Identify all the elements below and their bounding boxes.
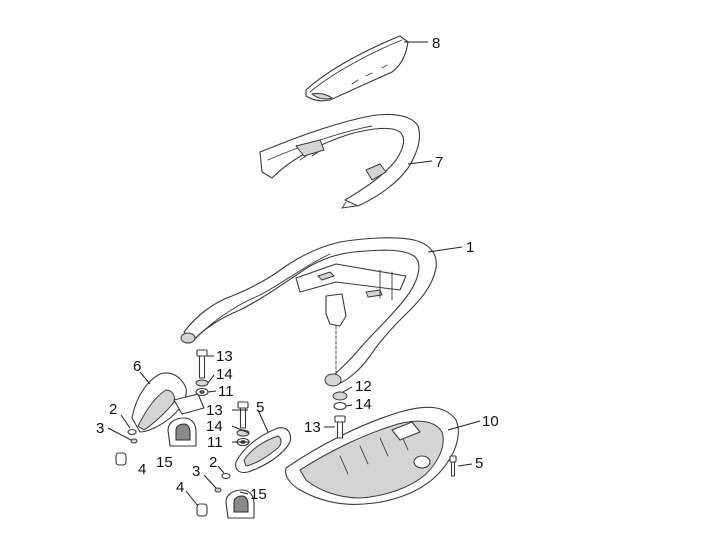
callout-6: 5 [256,399,264,416]
callout-13-middle: 13 [206,402,223,419]
callout-13-right: 13 [304,419,321,436]
pin-4-left [115,452,127,466]
bolt-13-upper-left [196,349,208,379]
callout-2-left: 2 [109,401,117,418]
screw-3-left [130,438,138,444]
callout-4-right: 4 [176,479,184,496]
callouts: 8 7 1 6 13 14 11 12 14 5 2 13 10 3 14 13… [96,35,499,503]
callout-14-right: 14 [355,396,372,413]
callout-14-upper-left: 14 [216,366,233,383]
callout-3-right: 3 [192,463,200,480]
part-15-right-clamp [225,489,255,519]
callout-2-right: 2 [209,454,217,471]
part-8-rack-trim [259,113,421,209]
callout-1: 1 [466,239,474,256]
callout-15-left: 15 [156,454,173,471]
part-1-rear-rack-frame [180,237,437,387]
washer-14-upper-left [195,379,209,387]
washer-2-left [127,428,137,436]
pin-4-right [196,503,208,517]
callout-8: 7 [435,154,443,171]
part-9-rack-cover [305,35,409,102]
screw-5 [449,455,457,477]
part-15-left-clamp [167,417,197,447]
spacer-12 [332,391,348,401]
washer-14-right [333,401,347,411]
callout-10: 10 [482,413,499,430]
part-6-right-bracket [235,427,292,474]
callout-13-upper-left: 13 [216,348,233,365]
callout-14-middle: 14 [206,418,223,435]
part-7-left-bracket [131,372,205,433]
callout-7: 6 [133,358,141,375]
callout-15-right: 15 [250,486,267,503]
callout-12: 12 [355,378,372,395]
callout-11-upper-left: 11 [218,383,234,400]
callout-3-left: 3 [96,420,104,437]
part-10-rear-tray [285,406,459,505]
callout-9: 8 [432,35,440,52]
bolt-13-right [334,415,346,439]
bolt-13-middle [237,401,249,429]
callout-5: 5 [475,455,483,472]
nut-11-upper-left [195,387,209,397]
washer-2-right [221,472,231,480]
callout-11-middle: 11 [207,434,223,451]
screw-3-right [214,487,222,493]
leader-lines [107,41,481,507]
callout-4-left: 4 [138,461,146,478]
